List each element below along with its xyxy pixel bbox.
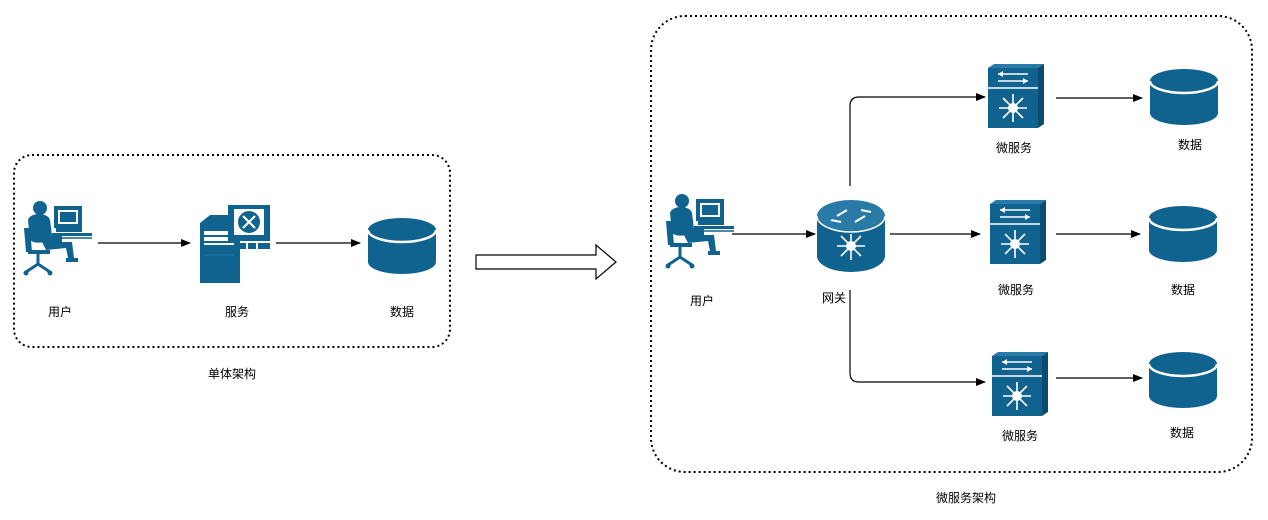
- gateway-branch-bottom: [849, 290, 986, 386]
- monolith-data-label: 数据: [390, 304, 414, 319]
- microservice-1-icon: [987, 63, 1045, 129]
- transition-arrow: [475, 243, 617, 281]
- monolith-user-label: 用户: [48, 304, 72, 319]
- monolith-boundary: [13, 154, 451, 348]
- monolith-database-icon: [366, 216, 438, 276]
- monolith-user-icon: [22, 199, 94, 277]
- microservice-2-icon: [989, 199, 1047, 265]
- microservice-1-database-icon: [1148, 67, 1220, 127]
- gateway-branch-top: [849, 93, 986, 186]
- microservice-1-data-label: 数据: [1178, 137, 1202, 152]
- microservice-3-database-icon: [1147, 350, 1219, 410]
- gateway-label: 网关: [822, 291, 846, 305]
- microservice-2-data-label: 数据: [1171, 282, 1195, 297]
- gateway-router-icon: [816, 199, 886, 273]
- microservice-3-data-label: 数据: [1170, 425, 1194, 440]
- microservice-caption: 微服务架构: [936, 490, 996, 505]
- microservice-1-label: 微服务: [996, 140, 1032, 155]
- monolith-caption: 单体架构: [208, 366, 256, 381]
- microservice-3-label: 微服务: [1002, 428, 1038, 443]
- microservice-2-database-icon: [1147, 204, 1219, 264]
- microservice-2-label: 微服务: [998, 282, 1034, 297]
- monolith-server-icon: [198, 203, 272, 285]
- microservice-boundary: [650, 15, 1253, 473]
- monolith-service-label: 服务: [225, 304, 249, 319]
- microservice-3-icon: [991, 351, 1049, 417]
- micro-user-icon: [664, 192, 736, 270]
- micro-user-label: 用户: [690, 293, 714, 308]
